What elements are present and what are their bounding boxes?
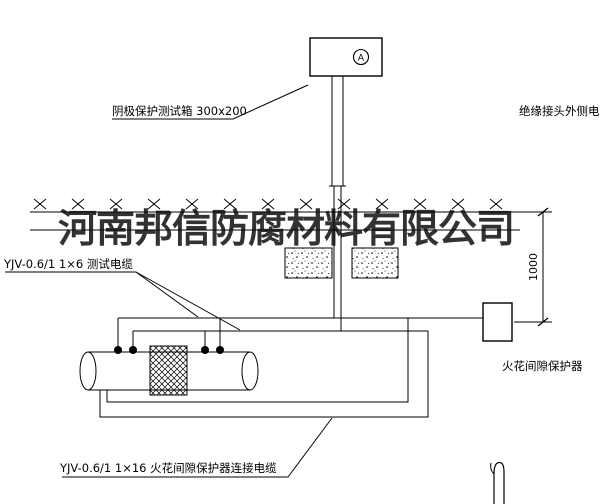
label-test-box: 阴极保护测试箱 300x200	[112, 104, 247, 118]
spark-gap-protector-symbol	[482, 302, 513, 342]
foundation-blocks	[284, 247, 399, 279]
leader-test-box	[112, 84, 309, 120]
label-insulation-joint-cable: 绝缘接头外侧电缆	[519, 104, 600, 118]
label-spark-gap-cable: YJV-0.6/1 1×16 火花间隙保护器连接电缆	[60, 461, 277, 475]
leader-lines	[5, 84, 333, 478]
conduit-pole	[329, 76, 346, 292]
leader-spark-cable	[62, 417, 333, 478]
cable-runs	[99, 292, 483, 418]
riser-symbol	[490, 461, 505, 504]
cable-connection-points	[114, 346, 224, 354]
test-box-symbol: A	[309, 37, 383, 77]
watermark: 河南邦信防腐材料有限公司	[58, 206, 515, 252]
label-test-cable: YJV-0.6/1 1×6 测试电缆	[4, 257, 133, 271]
ground-line	[30, 198, 520, 231]
ammeter-symbol-letter: A	[358, 54, 365, 64]
pipeline	[79, 345, 259, 396]
dimension-text: 1000	[527, 253, 540, 281]
dimension-1000: 1000	[514, 207, 552, 327]
insulating-joint	[149, 345, 188, 396]
label-spark-gap-protector: 火花间隙保护器	[502, 359, 583, 373]
